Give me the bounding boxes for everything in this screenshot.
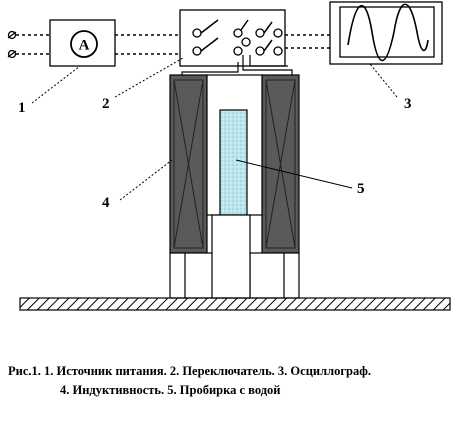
water-tube bbox=[219, 109, 248, 216]
setup-diagram: A bbox=[7, 1, 451, 311]
dashed-wires bbox=[16, 34, 330, 55]
switch-box bbox=[179, 9, 286, 67]
label-4: 4 bbox=[102, 195, 110, 211]
label-2: 2 bbox=[102, 96, 110, 112]
label-3: 3 bbox=[404, 96, 412, 112]
sine-wave bbox=[347, 3, 429, 62]
label-5: 5 bbox=[357, 181, 365, 197]
oscilloscope-screen bbox=[339, 6, 435, 58]
ammeter-symbol: A bbox=[79, 38, 90, 54]
caption-line-2: 4. Индуктивность. 5. Пробирка с водой bbox=[60, 383, 281, 397]
ammeter-icon bbox=[70, 30, 98, 58]
input-terminals bbox=[7, 30, 17, 59]
inductance-coil bbox=[169, 74, 300, 254]
tube-leader-line bbox=[235, 159, 353, 189]
oscilloscope bbox=[329, 1, 443, 65]
leader-lines bbox=[31, 57, 398, 201]
ground-plate bbox=[19, 297, 451, 311]
label-1: 1 bbox=[18, 100, 26, 116]
coil-stand bbox=[169, 214, 300, 299]
caption-line-1: Рис.1. 1. Источник питания. 2. Переключа… bbox=[8, 364, 372, 378]
